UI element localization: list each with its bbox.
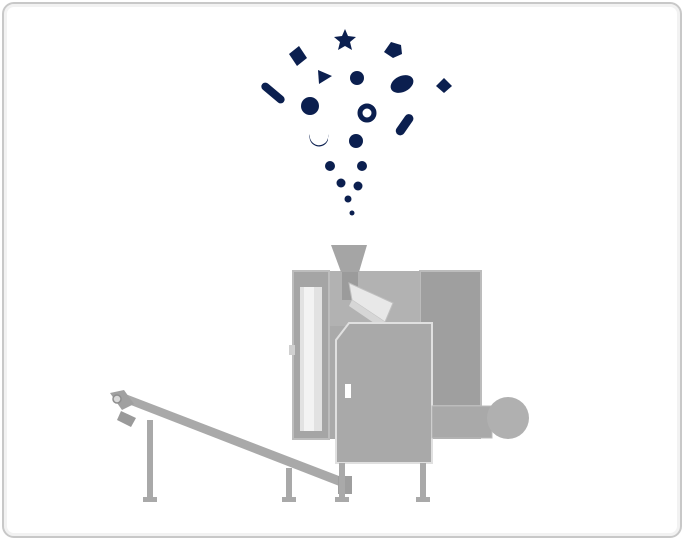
conveyor-roller	[112, 394, 122, 404]
conveyor-box	[117, 411, 136, 427]
particle-dot-1	[350, 71, 364, 85]
falling-particles	[261, 29, 452, 216]
conveyor-leg-right	[286, 468, 292, 500]
particle-diamond	[436, 78, 452, 93]
particle-ring	[357, 103, 377, 123]
forming-collar-shadow	[349, 300, 385, 323]
particle-star	[334, 29, 356, 50]
hopper-funnel	[331, 245, 367, 272]
machine-leg-1	[339, 463, 345, 500]
front-cabinet-handle	[345, 384, 351, 398]
conveyor-leg-left	[147, 420, 153, 500]
discharge-roller	[487, 397, 529, 439]
conveyor-foot-right	[282, 497, 296, 502]
particle-dot-9	[349, 210, 355, 216]
front-cabinet	[335, 322, 433, 464]
conveyor-foot-left	[143, 497, 157, 502]
particle-square-tilted	[289, 46, 307, 66]
machine-foot-1	[335, 497, 349, 502]
particle-dot-3	[349, 134, 363, 148]
particle-pentagon	[384, 42, 402, 58]
particle-dot-7	[353, 181, 363, 191]
particle-stick-left	[261, 82, 285, 104]
particle-half-disc	[309, 134, 329, 147]
left-door-hinge	[289, 345, 295, 355]
left-door-window-shade	[304, 287, 314, 431]
machine-leg-2	[420, 463, 426, 500]
conveyor-belt	[113, 392, 352, 489]
machine-foot-2	[416, 497, 430, 502]
packaging-machine	[289, 245, 529, 502]
particle-oval	[390, 75, 414, 93]
particle-dot-5	[357, 161, 367, 171]
discharge-chute	[431, 405, 493, 439]
particle-dot-2	[301, 97, 319, 115]
particle-dot-8	[344, 195, 352, 203]
particle-dot-6	[336, 178, 346, 188]
particle-triangle	[318, 70, 332, 84]
particle-stick-right	[395, 114, 414, 136]
particle-dot-4	[325, 161, 335, 171]
